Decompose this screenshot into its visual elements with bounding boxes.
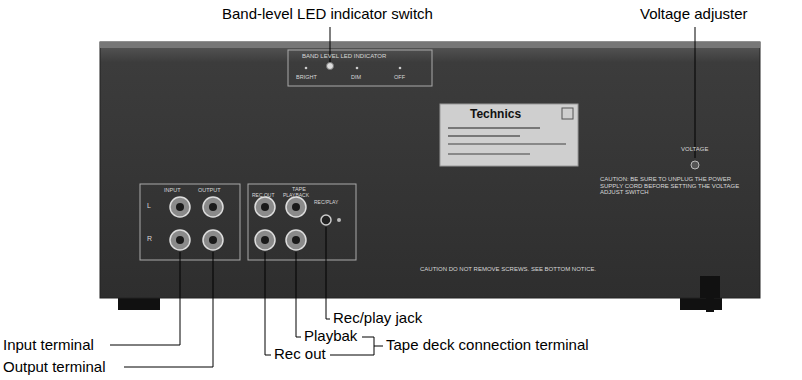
channel-mark: R — [147, 235, 152, 243]
nameplate-print — [448, 143, 566, 145]
channel-mark: L — [147, 202, 151, 210]
callout-label: Playbak — [304, 328, 357, 345]
nameplate-print — [448, 135, 520, 137]
tape-panel — [248, 184, 356, 260]
panel-print: INPUT — [164, 187, 181, 193]
panel-bevel — [100, 42, 760, 48]
bracket — [374, 346, 383, 347]
rear-panel — [100, 42, 760, 298]
power-cord — [700, 276, 720, 298]
leader-line — [695, 27, 696, 158]
callout-label: Output terminal — [3, 359, 106, 376]
panel-print: TAPE — [292, 186, 306, 192]
selector-switch — [327, 63, 334, 70]
nameplate-print — [448, 153, 530, 155]
switch-position — [399, 67, 402, 70]
caution-note: CAUTION: BE SURE TO UNPLUG THE POWER SUP… — [600, 176, 750, 196]
leader-lines — [110, 27, 695, 367]
panel-print: BAND LEVEL LED INDICATOR — [302, 53, 386, 60]
panel-print: DIM — [351, 74, 361, 80]
power-cord — [706, 298, 714, 312]
callout-label: Input terminal — [3, 337, 94, 354]
callout-label: Tape deck connection terminal — [386, 337, 589, 354]
panel-print: REC/PLAY — [314, 200, 338, 206]
nameplate-print — [448, 127, 540, 129]
caution-note: CAUTION DO NOT REMOVE SCREWS. SEE BOTTOM… — [420, 266, 596, 273]
leader-line — [296, 252, 301, 337]
rca-jacks — [255, 197, 306, 250]
panel-print: PLAYBACK — [283, 193, 309, 199]
rec-play-jack — [321, 215, 331, 225]
callout-label: Rec out — [274, 346, 326, 363]
leader-line — [110, 252, 180, 345]
panel-print: OFF — [394, 74, 405, 80]
leader-line — [124, 252, 213, 367]
io-panel — [140, 184, 240, 260]
switch-position — [356, 67, 359, 70]
panel-print: OUTPUT — [198, 187, 221, 193]
panel-print: BRIGHT — [296, 74, 317, 80]
voltage-switch — [691, 161, 699, 169]
indicator-plate — [288, 50, 432, 86]
panel-print: REC OUT — [252, 193, 275, 199]
panel-print: VOLTAGE — [681, 146, 708, 153]
callout-label: Band-level LED indicator switch — [222, 6, 433, 23]
switch-position — [305, 67, 308, 70]
brand-logo: Technics — [470, 108, 521, 121]
callout-label: Voltage adjuster — [640, 6, 748, 23]
leader-line — [265, 252, 271, 355]
rca-jacks — [170, 197, 223, 250]
screw — [337, 218, 341, 222]
nameplate-mark — [562, 108, 573, 119]
callout-label: Rec/play jack — [333, 310, 422, 327]
leader-line — [326, 227, 330, 319]
nameplate — [440, 104, 578, 166]
